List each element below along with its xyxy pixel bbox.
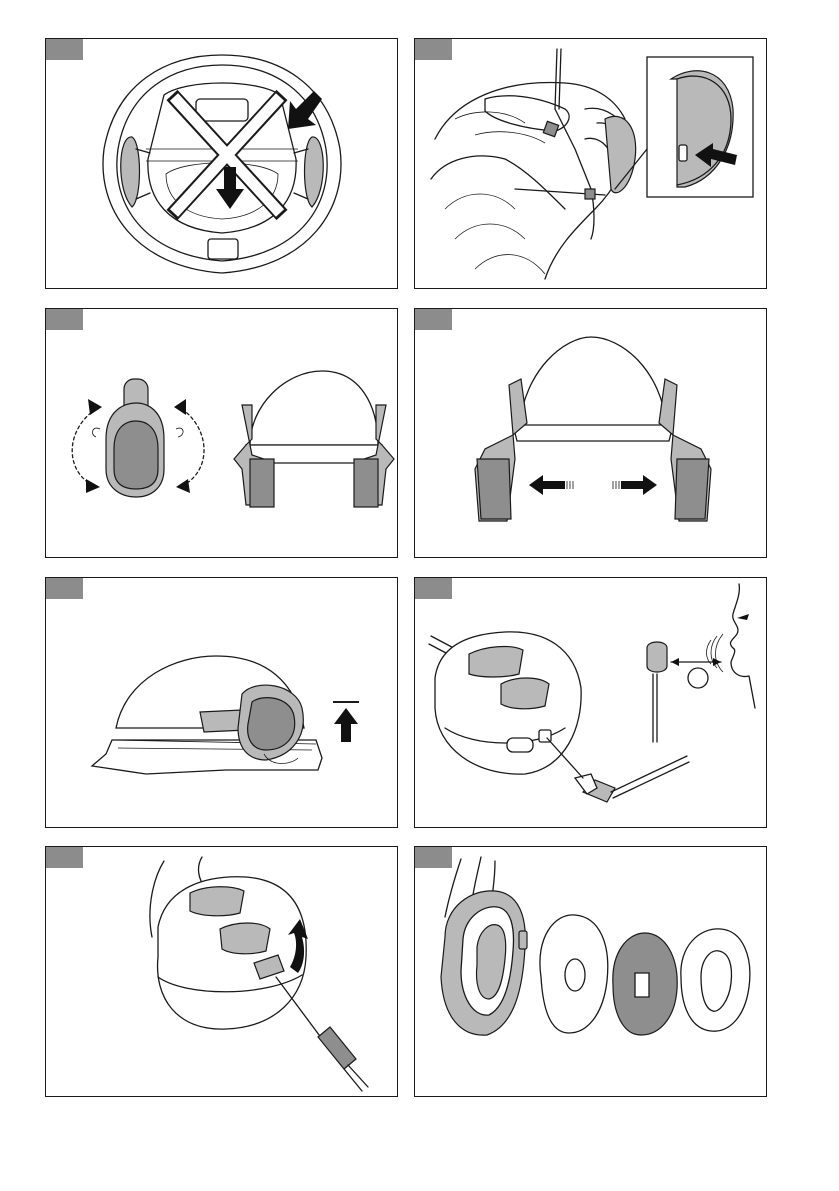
rotate-arrows-icon [72,409,96,485]
figure-7-panel [45,846,398,1097]
figure-2-panel [414,38,767,289]
helmet-underside-illustration [46,39,398,289]
arrow-up-icon [334,708,358,742]
hygiene-kit-illustration [415,847,767,1097]
figure-1-panel [45,38,398,289]
earmuff-raised-illustration [46,578,398,828]
cable-tie-illustration [415,39,767,289]
arrow-diagonal-icon [288,91,322,129]
figure-4-panel [414,308,767,558]
arrow-right-icon [621,475,657,495]
figure-8-panel [414,846,767,1097]
charging-port-illustration [46,847,398,1097]
arrow-left-icon [529,475,565,495]
usb-cable-icon [318,1027,356,1069]
figure-3-panel [45,308,398,558]
earmuffs-outward-illustration [415,309,767,558]
face-icon [730,584,755,708]
figure-5-panel [45,577,398,828]
microphone-connection-illustration [415,578,767,828]
earmuff-rotation-illustration [46,309,398,558]
microphone-icon [647,642,667,672]
figure-6-panel [414,577,767,828]
